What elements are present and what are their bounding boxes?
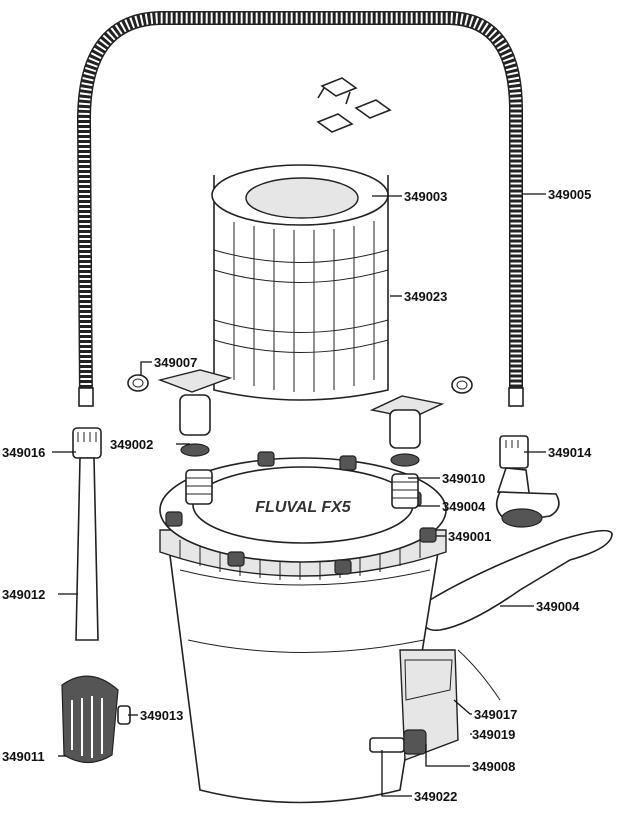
part-label-349014: 349014 [548, 445, 592, 460]
port-right [391, 473, 419, 509]
part-label-349010: 349010 [442, 471, 485, 486]
outlet-nozzle [495, 435, 560, 528]
part-label-349013: 349013 [140, 708, 183, 723]
part-label-349008: 349008 [472, 759, 515, 774]
hose-clips [316, 77, 392, 133]
gasket-ring [423, 529, 613, 632]
drain-valve [369, 729, 427, 755]
part-label-349019: 349019 [472, 727, 515, 742]
part-label-349001: 349001 [448, 529, 491, 544]
port-left [185, 469, 213, 505]
corrugated-hose [76, 11, 524, 407]
part-label-349023: 349023 [404, 289, 447, 304]
canister: FLUVAL FX5 [159, 451, 501, 804]
intake-tube [61, 427, 131, 764]
media-baskets [211, 164, 389, 401]
part-label-349011: 349011 [2, 749, 45, 764]
part-labels: 349003 349005 349023 349007 349002 34901… [2, 187, 592, 804]
part-label-349002: 349002 [110, 437, 153, 452]
hose-clamps [127, 374, 473, 394]
part-label-349022: 349022 [414, 789, 457, 804]
valve-right [369, 395, 445, 467]
part-label-349017: 349017 [474, 707, 517, 722]
part-label-349016: 349016 [2, 445, 45, 460]
part-label-349004-seal: 349004 [536, 599, 580, 614]
part-label-349005: 349005 [548, 187, 591, 202]
valve-left [157, 369, 233, 457]
part-label-349007: 349007 [154, 355, 197, 370]
brand-mark: FLUVAL FX5 [255, 499, 352, 516]
leader-lines [52, 193, 546, 797]
part-label-349003: 349003 [404, 189, 447, 204]
part-label-349012: 349012 [2, 587, 45, 602]
part-label-349004-gasket: 349004 [442, 499, 486, 514]
